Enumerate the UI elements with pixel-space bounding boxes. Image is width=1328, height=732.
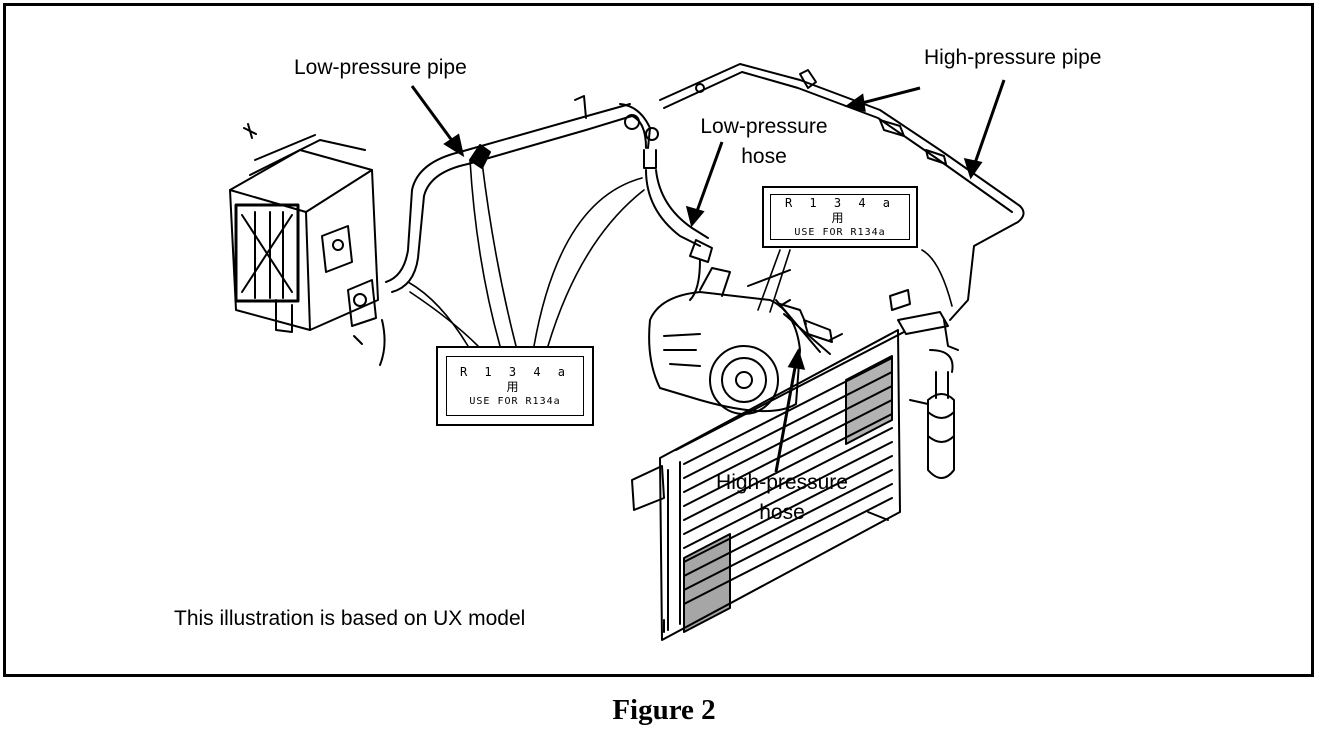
figure-caption: Figure 2 — [612, 694, 716, 726]
label-high-pressure-hose-line2: hose — [759, 501, 805, 524]
receiver-drier — [909, 319, 959, 479]
refrigerant-label-box: R 1 3 4 a 用 USE FOR R134a — [762, 186, 918, 248]
arrow-high-pressure-pipe-right — [963, 79, 1006, 180]
compressor — [648, 267, 843, 415]
arrow-low-pressure-hose — [685, 141, 724, 228]
refrigerant-label-line1: R 1 3 4 a 用 — [459, 364, 571, 394]
label-low-pressure-hose-line2: hose — [741, 145, 787, 168]
label-low-pressure-hose: Low-pressure hose — [686, 112, 842, 172]
refrigerant-label-line2: USE FOR R134a — [469, 395, 561, 407]
label-low-pressure-pipe: Low-pressure pipe — [294, 56, 467, 79]
illustration-note: This illustration is based on UX model — [174, 607, 526, 630]
low-pressure-pipe-lines — [385, 95, 713, 301]
condenser — [631, 289, 949, 641]
refrigerant-label-line1: R 1 3 4 a 用 — [784, 195, 896, 225]
arrow-high-pressure-pipe-left — [844, 86, 921, 112]
label-high-pressure-pipe: High-pressure pipe — [924, 46, 1102, 69]
evaporator-unit — [229, 123, 386, 366]
refrigerant-label-box: R 1 3 4 a 用 USE FOR R134a — [436, 346, 594, 426]
label-leader-lines — [407, 159, 953, 347]
label-high-pressure-hose-line1: High-pressure — [716, 471, 848, 494]
arrow-high-pressure-hose — [774, 348, 806, 473]
diagram-frame — [3, 3, 1314, 677]
label-low-pressure-hose-line1: Low-pressure — [700, 115, 828, 138]
refrigerant-label-line2: USE FOR R134a — [794, 226, 886, 238]
high-pressure-pipe-lines — [659, 63, 1025, 321]
label-high-pressure-hose: High-pressure hose — [700, 468, 864, 528]
arrow-low-pressure-pipe — [410, 85, 465, 158]
